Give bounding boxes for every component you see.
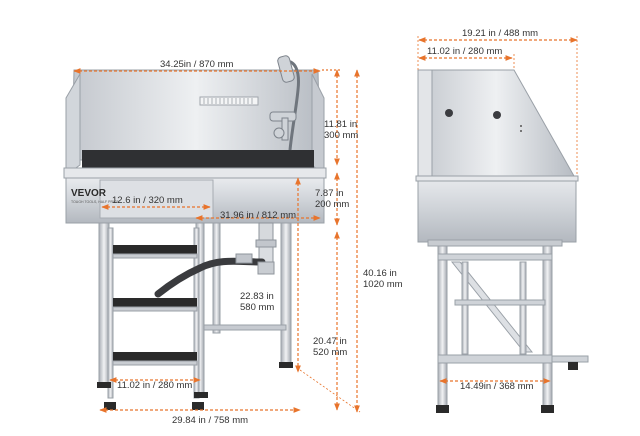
side-frame-bottom xyxy=(437,354,553,364)
front-leg-mid xyxy=(212,222,221,334)
foot-4 xyxy=(104,402,116,410)
side-frame-top xyxy=(437,253,553,261)
dim-leg-height-in: 20.47 in xyxy=(313,336,347,347)
foot-1 xyxy=(97,382,111,388)
dim-basin-to-floor: 22.83 in 580 mm xyxy=(240,291,276,313)
step-2 xyxy=(113,298,197,307)
side-view xyxy=(415,69,589,413)
drain-pipe-icon xyxy=(154,222,277,298)
side-body-lower xyxy=(417,175,577,243)
side-diagonal-brace xyxy=(450,261,534,353)
dim-inner-panel: 12.6 in / 320 mm xyxy=(112,195,183,206)
dim-total-height-mm: 1020 mm xyxy=(363,279,403,290)
step-3 xyxy=(113,352,197,361)
side-inner-post-2 xyxy=(519,261,527,355)
dim-leg-height-mm: 520 mm xyxy=(313,347,347,358)
ramp-rail-left xyxy=(107,227,114,399)
dim-top-width: 34.25in / 870 mm xyxy=(160,59,233,70)
side-leg-left xyxy=(437,245,448,407)
dim-total-height: 40.16 in 1020 mm xyxy=(363,268,403,290)
dim-frame-depth: 14.49in / 368 mm xyxy=(460,381,533,392)
dim-basin-to-floor-mm: 580 mm xyxy=(240,302,274,313)
dim-basin-to-floor-in: 22.83 in xyxy=(240,291,274,302)
side-dot-2-icon xyxy=(520,130,522,132)
side-dot-icon xyxy=(520,125,522,127)
dim-backsplash-height-in: 11.81 in xyxy=(324,119,357,130)
brand-logo: VEVOR xyxy=(71,188,107,199)
step-2-frame xyxy=(112,306,198,312)
dim-total-depth: 19.21 in / 488 mm xyxy=(462,28,538,39)
front-door-panel xyxy=(99,179,214,219)
front-dimension-labels: 34.25in / 870 mm 11.81 in 300 mm 7.87 in… xyxy=(112,59,403,426)
step-1 xyxy=(113,245,197,254)
side-foot-right xyxy=(541,405,554,413)
foot-5 xyxy=(192,402,204,410)
front-view: VEVOR TOUGH TOOLS, HALF PRICE xyxy=(63,55,327,410)
leg-crossbar xyxy=(203,324,287,331)
dim-basin-width: 31.96 in / 812 mm xyxy=(220,210,296,221)
tub-rim xyxy=(63,167,327,179)
side-dimensions xyxy=(417,36,578,384)
foot-3 xyxy=(279,362,293,368)
side-body-edge xyxy=(417,69,433,177)
dim-total-height-in: 40.16 in xyxy=(363,268,397,279)
foot-2 xyxy=(194,392,208,398)
side-rim xyxy=(415,175,579,182)
dim-basin-depth: 7.87 in 200 mm xyxy=(315,188,349,210)
side-foot-ext xyxy=(568,362,578,370)
tub-left-wall xyxy=(65,72,81,176)
shower-sprayer-icon xyxy=(269,55,300,151)
side-knob-1-icon xyxy=(445,109,453,117)
side-knob-2-icon xyxy=(493,111,501,119)
dim-base-width: 29.84 in / 758 mm xyxy=(172,415,248,426)
drain-grate xyxy=(199,96,259,106)
front-leg-right xyxy=(280,222,292,364)
step-1-frame xyxy=(112,253,198,259)
side-step-extension xyxy=(551,355,589,363)
dim-leg-height: 20.47 in 520 mm xyxy=(313,336,349,358)
side-dimension-labels: 19.21 in / 488 mm 11.02 in / 280 mm 14.4… xyxy=(427,28,538,392)
step-3-frame xyxy=(112,360,198,366)
dim-step-width: 11.02 in / 280 mm xyxy=(117,380,192,391)
side-body-upper xyxy=(417,69,575,177)
brand-tagline: TOUGH TOOLS, HALF PRICE xyxy=(71,200,120,204)
dim-backsplash-height: 11.81 in 300 mm xyxy=(324,119,360,141)
side-inner-post-1 xyxy=(461,261,469,355)
basin-interior xyxy=(82,150,314,168)
side-foot-left xyxy=(436,405,449,413)
front-dimensions xyxy=(73,68,361,413)
dim-backsplash-height-mm: 300 mm xyxy=(324,130,358,141)
side-bottom-lip xyxy=(427,239,563,247)
side-leg-right xyxy=(542,245,553,407)
side-inner-bar xyxy=(454,299,546,306)
dim-basin-depth-mm: 200 mm xyxy=(315,199,349,210)
dim-basin-depth-in: 7.87 in xyxy=(315,188,344,199)
dim-top-depth: 11.02 in / 280 mm xyxy=(427,46,502,57)
